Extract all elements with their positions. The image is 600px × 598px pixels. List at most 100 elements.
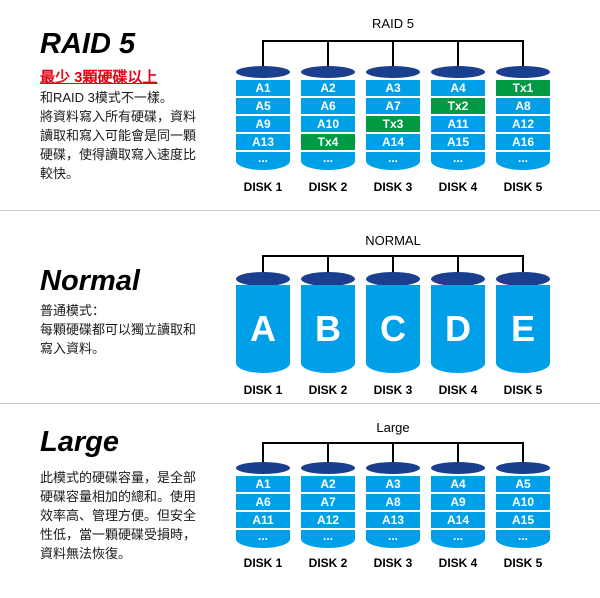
disk-cylinder: A (236, 272, 290, 373)
disk-cylinder: D (431, 272, 485, 373)
data-block: A4 (431, 80, 485, 96)
disk-letter: D (431, 285, 485, 373)
connector-drop-line (457, 255, 459, 272)
large-diagram-label: Large (376, 420, 410, 435)
disk-label: DISK 1 (243, 383, 283, 397)
disk-label: DISK 5 (503, 383, 543, 397)
connector-drop-line (327, 442, 329, 462)
data-block: A6 (301, 98, 355, 114)
data-block: A13 (366, 512, 420, 528)
data-block: A15 (431, 134, 485, 150)
disk-label: DISK 4 (438, 180, 478, 194)
cylinder-top-icon (301, 66, 355, 78)
data-block: A7 (366, 98, 420, 114)
data-block: A14 (366, 134, 420, 150)
more-blocks: ... (236, 152, 290, 170)
connector-drop-line (522, 442, 524, 462)
data-block: A11 (236, 512, 290, 528)
data-block: A10 (496, 494, 550, 510)
cylinder-top-icon (236, 66, 290, 78)
cylinder-top-icon (496, 272, 550, 286)
disk-label: DISK 1 (243, 556, 283, 570)
more-blocks: ... (301, 530, 355, 548)
connector-drop-line (392, 255, 394, 272)
more-blocks: ... (496, 530, 550, 548)
raid5-diagram-label: RAID 5 (372, 16, 414, 31)
data-block: A9 (236, 116, 290, 132)
data-block: A8 (366, 494, 420, 510)
data-block: A1 (236, 476, 290, 492)
raid5-description: 和RAID 3模式不一樣。 將資料寫入所有硬碟，資料 讀取和寫入可能會是同一顆 … (40, 90, 197, 181)
disk-label: DISK 1 (243, 180, 283, 194)
more-blocks: ... (431, 152, 485, 170)
cylinder-top-icon (236, 272, 290, 286)
parity-block: Tx4 (301, 134, 355, 150)
disk-label: DISK 3 (373, 556, 413, 570)
disk-letter: C (366, 285, 420, 373)
connector-drop-line (262, 255, 264, 272)
data-block: A3 (366, 476, 420, 492)
disk-label: DISK 2 (308, 180, 348, 194)
disk-label: DISK 4 (438, 556, 478, 570)
connector-drop-line (392, 40, 394, 66)
cylinder-top-icon (496, 66, 550, 78)
large-title: Large (40, 426, 119, 458)
parity-block: Tx3 (366, 116, 420, 132)
disk-label: DISK 3 (373, 383, 413, 397)
data-block: A8 (496, 98, 550, 114)
disk-letter: E (496, 285, 550, 373)
disk-cylinder: C (366, 272, 420, 373)
disk-label: DISK 2 (308, 556, 348, 570)
cylinder-top-icon (431, 66, 485, 78)
more-blocks: ... (301, 152, 355, 170)
connector-drop-line (327, 255, 329, 272)
disk-letter: B (301, 285, 355, 373)
disk-letter: A (236, 285, 290, 373)
cylinder-top-icon (301, 462, 355, 474)
disk-cylinder: B (301, 272, 355, 373)
disk-label: DISK 2 (308, 383, 348, 397)
disk-label: DISK 5 (503, 556, 543, 570)
disk-label: DISK 3 (373, 180, 413, 194)
disk-label: DISK 5 (503, 180, 543, 194)
data-block: A9 (431, 494, 485, 510)
connector-drop-line (262, 442, 264, 462)
parity-block: Tx2 (431, 98, 485, 114)
data-block: A15 (496, 512, 550, 528)
connector-drop-line (262, 40, 264, 66)
normal-description: 普通模式： 每顆硬碟都可以獨立讀取和 寫入資料。 (40, 303, 197, 356)
raid5-title: RAID 5 (40, 28, 136, 60)
data-block: A11 (431, 116, 485, 132)
more-blocks: ... (236, 530, 290, 548)
disk-label-row: DISK 1 DISK 2 DISK 3 DISK 4 DISK 5 (236, 180, 550, 194)
more-blocks: ... (496, 152, 550, 170)
data-block: A6 (236, 494, 290, 510)
data-block: A10 (301, 116, 355, 132)
section-large: Large 此模式的硬碟容量，是全部 硬碟容量相加的總和。使用 效率高、管理方便… (0, 404, 600, 598)
data-block: A4 (431, 476, 485, 492)
data-block: A7 (301, 494, 355, 510)
connector-drop-line (327, 40, 329, 66)
parity-block: Tx1 (496, 80, 550, 96)
section-normal: Normal 普通模式： 每顆硬碟都可以獨立讀取和 寫入資料。 NORMAL A… (0, 211, 600, 404)
disk-label-row: DISK 1 DISK 2 DISK 3 DISK 4 DISK 5 (236, 556, 550, 570)
data-block: A2 (301, 80, 355, 96)
data-block: A1 (236, 80, 290, 96)
